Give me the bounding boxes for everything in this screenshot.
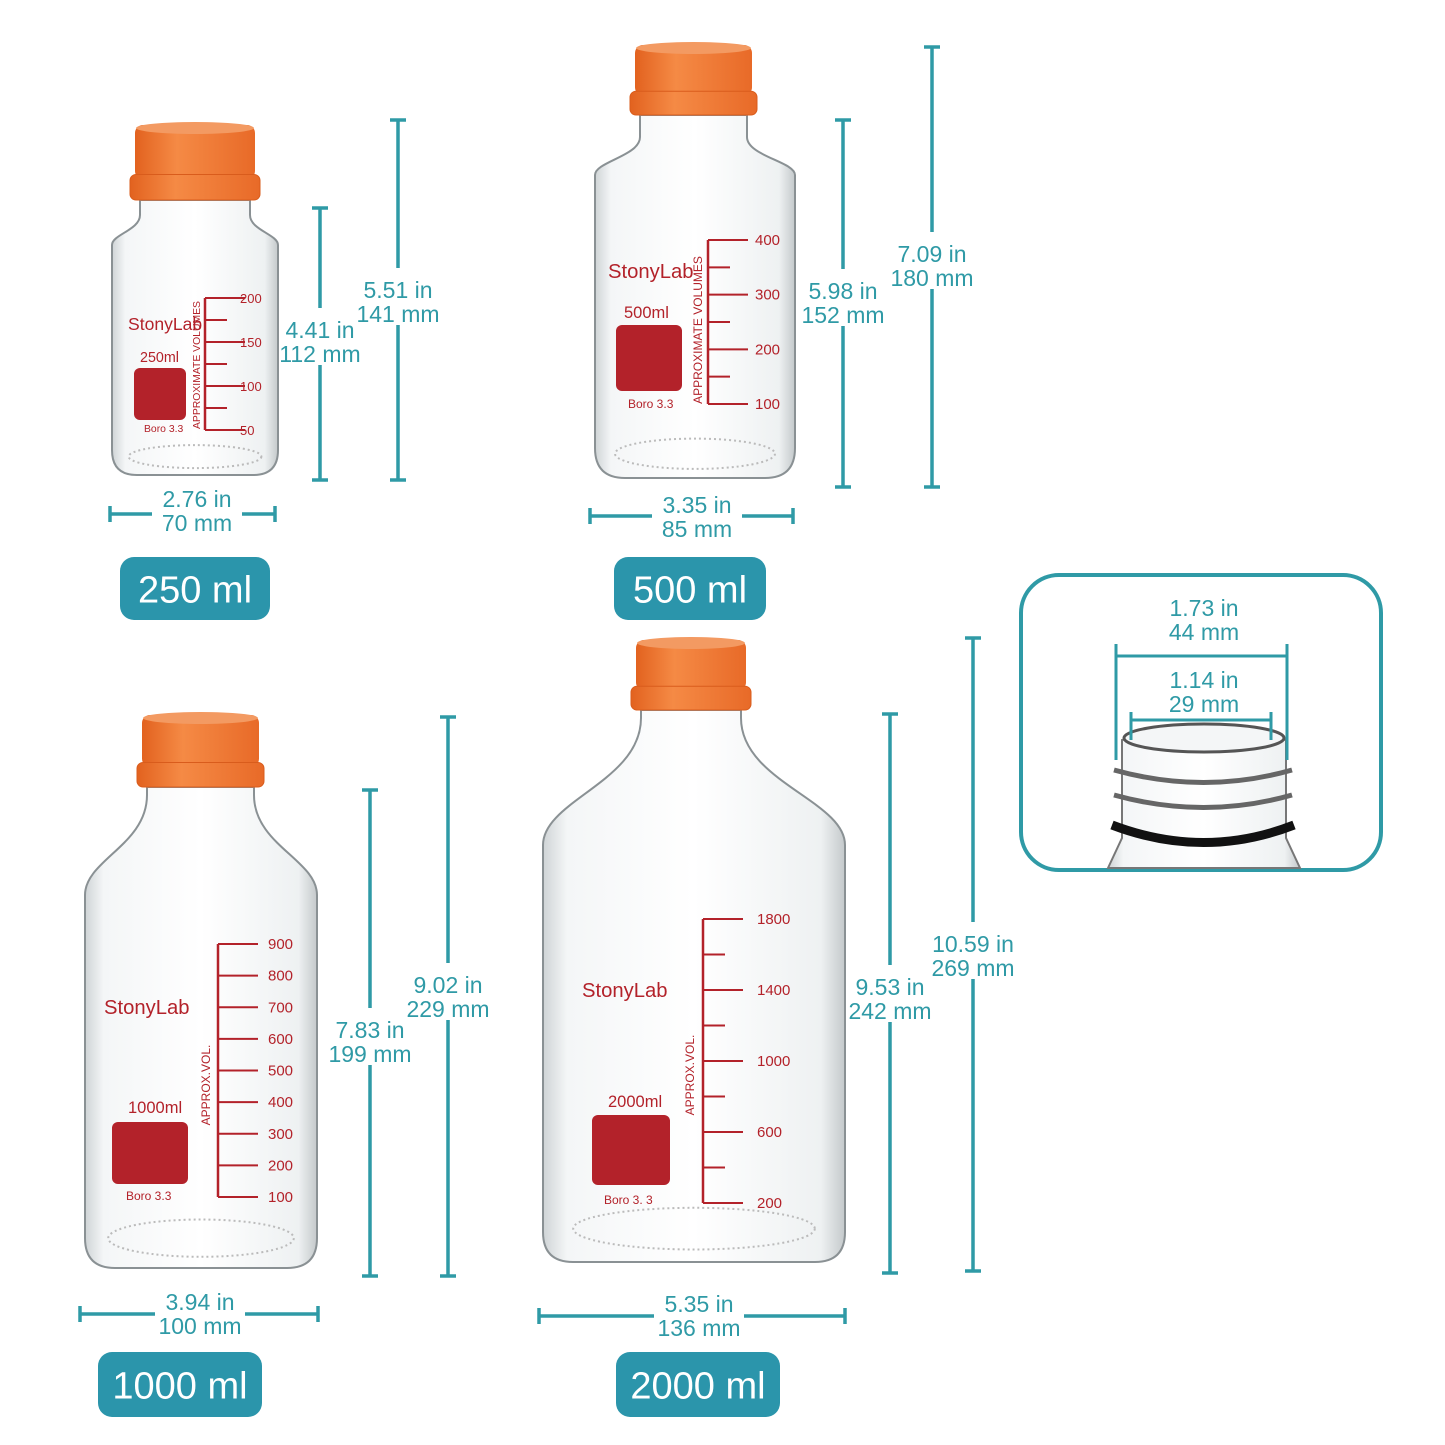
body-height-mm: 152 mm xyxy=(801,302,884,328)
graduation-label: 150 xyxy=(240,335,262,350)
graduation-label: 100 xyxy=(755,396,780,413)
graduation-label: 300 xyxy=(268,1126,293,1143)
capacity-badge: 2000 ml xyxy=(616,1352,780,1417)
brand-label: StonyLab xyxy=(582,980,668,1002)
width-in: 3.35 in xyxy=(662,492,731,518)
body-height-in: 4.41 in xyxy=(285,317,354,343)
outer-diameter-mm: 44 mm xyxy=(1169,619,1239,645)
width-in: 3.94 in xyxy=(165,1289,234,1315)
bottle-base xyxy=(127,444,263,470)
width-mm: 85 mm xyxy=(662,516,732,542)
volume-label: 500ml xyxy=(624,304,669,322)
total-height-in: 7.09 in xyxy=(897,241,966,267)
brand-label: StonyLab xyxy=(104,997,190,1019)
graduation-label: 300 xyxy=(755,287,780,304)
body-height-mm: 112 mm xyxy=(279,341,360,367)
body-height-in: 9.53 in xyxy=(855,974,924,1000)
total-height-mm: 180 mm xyxy=(890,265,973,291)
body-height-mm: 199 mm xyxy=(328,1041,411,1067)
graduation-label: 500 xyxy=(268,1063,293,1080)
bottle-base xyxy=(614,437,776,470)
graduation-label: 100 xyxy=(240,379,262,394)
graduation-label: 700 xyxy=(268,999,293,1016)
scale-label: APPROX.VOL. xyxy=(199,1045,213,1126)
capacity-label: 250 ml xyxy=(138,570,252,612)
graduation-label: 1000 xyxy=(757,1053,790,1070)
width-in: 2.76 in xyxy=(162,486,231,512)
total-height-mm: 269 mm xyxy=(931,955,1014,981)
writing-patch xyxy=(592,1115,670,1185)
total-height-in: 9.02 in xyxy=(413,972,482,998)
graduation-label: 400 xyxy=(755,232,780,249)
graduation-label: 200 xyxy=(757,1195,782,1212)
orange-cap xyxy=(629,42,758,116)
orange-cap xyxy=(129,122,261,201)
bottle-base xyxy=(572,1206,816,1251)
orange-cap xyxy=(630,637,752,711)
volume-label: 250ml xyxy=(140,350,179,366)
width-mm: 70 mm xyxy=(162,510,232,536)
inner-diameter-mm: 29 mm xyxy=(1169,691,1239,717)
glass-type-label: Boro 3. 3 xyxy=(604,1193,653,1207)
capacity-badge: 500 ml xyxy=(614,557,766,620)
graduation-label: 1400 xyxy=(757,982,790,999)
graduation-label: 400 xyxy=(268,1094,293,1111)
graduation-label: 100 xyxy=(268,1189,293,1206)
outer-diameter-in: 1.73 in xyxy=(1169,595,1238,621)
width-mm: 100 mm xyxy=(158,1313,241,1339)
scale-label: APPROX.VOL. xyxy=(683,1035,697,1116)
graduation-label: 1800 xyxy=(757,911,790,928)
writing-patch xyxy=(112,1122,188,1184)
inner-diameter-in: 1.14 in xyxy=(1169,667,1238,693)
writing-patch xyxy=(134,368,186,420)
writing-patch xyxy=(616,325,682,391)
capacity-badge: 250 ml xyxy=(120,557,270,620)
capacity-label: 500 ml xyxy=(633,570,747,612)
capacity-label: 2000 ml xyxy=(630,1366,765,1408)
bottle-base xyxy=(107,1218,295,1258)
total-height-mm: 229 mm xyxy=(406,996,489,1022)
total-height-in: 5.51 in xyxy=(363,277,432,303)
width-mm: 136 mm xyxy=(657,1315,740,1341)
total-height-in: 10.59 in xyxy=(932,931,1014,957)
total-height-mm: 141 mm xyxy=(356,301,439,327)
glass-type-label: Boro 3.3 xyxy=(144,424,184,435)
graduation-label: 200 xyxy=(240,291,262,306)
graduation-label: 800 xyxy=(268,968,293,985)
glass-type-label: Boro 3.3 xyxy=(126,1189,172,1203)
graduation-label: 900 xyxy=(268,936,293,953)
glass-type-label: Boro 3.3 xyxy=(628,397,674,411)
graduation-label: 600 xyxy=(268,1031,293,1048)
brand-label: StonyLab xyxy=(608,261,694,283)
neck-detail-inset: 1.73 in 44 mm 1.14 in 29 mm xyxy=(1019,573,1383,872)
width-in: 5.35 in xyxy=(664,1291,733,1317)
scale-label: APPROXIMATE VOLUMES xyxy=(691,256,705,404)
graduation-label: 200 xyxy=(755,341,780,358)
brand-label: StonyLab xyxy=(128,314,202,334)
body-height-mm: 242 mm xyxy=(848,998,931,1024)
graduation-label: 50 xyxy=(240,423,254,438)
graduation-label: 200 xyxy=(268,1157,293,1174)
bottle-neck-illustration xyxy=(1106,722,1302,869)
graduation-label: 600 xyxy=(757,1124,782,1141)
volume-label: 2000ml xyxy=(608,1093,662,1111)
body-height-in: 5.98 in xyxy=(808,278,877,304)
volume-label: 1000ml xyxy=(128,1099,182,1117)
capacity-label: 1000 ml xyxy=(112,1366,247,1408)
capacity-badge: 1000 ml xyxy=(98,1352,262,1417)
orange-cap xyxy=(136,712,265,788)
body-height-in: 7.83 in xyxy=(335,1017,404,1043)
scale-label: APPROXIMATE VOLUMES xyxy=(192,301,203,429)
